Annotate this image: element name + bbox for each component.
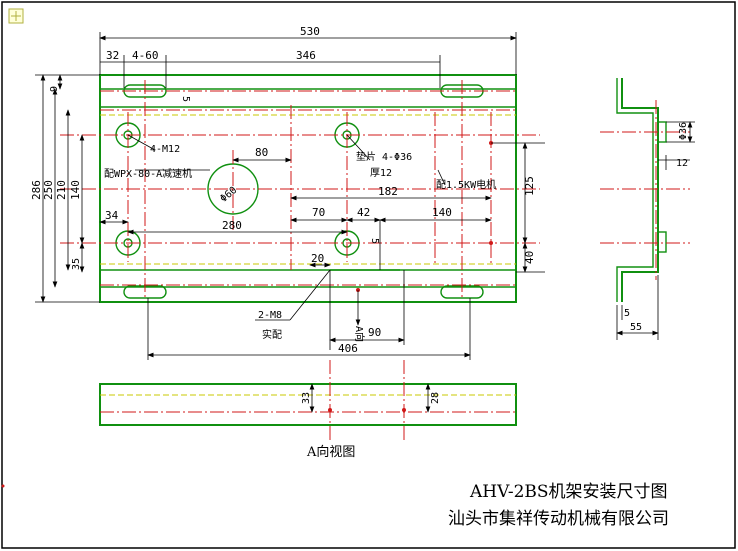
dim-125: 125 — [523, 176, 536, 196]
view-label: A向视图 — [306, 444, 355, 460]
note-washer: 垫片 4-Φ36 — [356, 150, 412, 163]
side-dimensions: Φ36 12 5 55 — [616, 121, 695, 340]
dim-5-top: 5 — [180, 96, 191, 102]
grid-icon[interactable] — [8, 8, 24, 24]
dim-70: 70 — [312, 206, 325, 219]
dim-35: 35 — [71, 258, 82, 270]
note-reducer: 配WPX-80-A减速机 — [104, 167, 192, 180]
dim-280: 280 — [222, 219, 242, 232]
dim-346: 346 — [296, 49, 316, 62]
note-2-m8: 2-M8 — [258, 310, 282, 321]
dim-140: 140 — [69, 180, 82, 200]
dim-5-side: 5 — [624, 308, 630, 319]
side-view — [600, 78, 690, 302]
note-thickness: 厚12 — [370, 167, 392, 179]
dim-34: 34 — [105, 209, 119, 222]
dim-33-bottom: 33 — [301, 392, 312, 404]
dim-9: 9 — [49, 86, 60, 92]
dim-5-mid: 5 — [369, 238, 380, 244]
dim-140-horizontal: 140 — [432, 206, 452, 219]
a-direction-view: 33 28 A向视图 — [99, 360, 517, 460]
plan-view — [60, 74, 540, 303]
dim-42: 42 — [357, 206, 370, 219]
dim-80: 80 — [255, 146, 268, 159]
drawing-title: AHV-2BS机架安装尺寸图 — [469, 482, 668, 502]
dim-20: 20 — [311, 252, 324, 265]
dim-phi36-side: Φ36 — [678, 122, 689, 140]
dim-530: 530 — [300, 25, 320, 38]
dim-90: 90 — [368, 326, 381, 339]
note-shipei: 实配 — [262, 328, 282, 341]
dim-12-side: 12 — [676, 158, 688, 169]
dim-406: 406 — [338, 342, 358, 355]
note-a-direction: A向 — [353, 326, 366, 342]
dim-286: 286 — [30, 180, 43, 200]
dim-28-bottom: 28 — [430, 392, 441, 404]
dim-4-60: 4-60 — [132, 49, 159, 62]
dim-phi60: Φ60 — [218, 185, 239, 205]
note-4-m12: 4-M12 — [150, 144, 180, 155]
dim-55-side: 55 — [630, 322, 642, 333]
plan-dimensions: 530 32 4-60 346 5 9 286 250 210 140 35 4… — [30, 25, 545, 360]
dim-182: 182 — [378, 185, 398, 198]
note-motor: 配1.5KW电机 — [436, 178, 496, 191]
dim-40: 40 — [523, 251, 536, 264]
dim-210: 210 — [55, 180, 68, 200]
dim-32: 32 — [106, 49, 119, 62]
dim-250: 250 — [42, 180, 55, 200]
company-name: 汕头市集祥传动机械有限公司 — [448, 509, 669, 529]
